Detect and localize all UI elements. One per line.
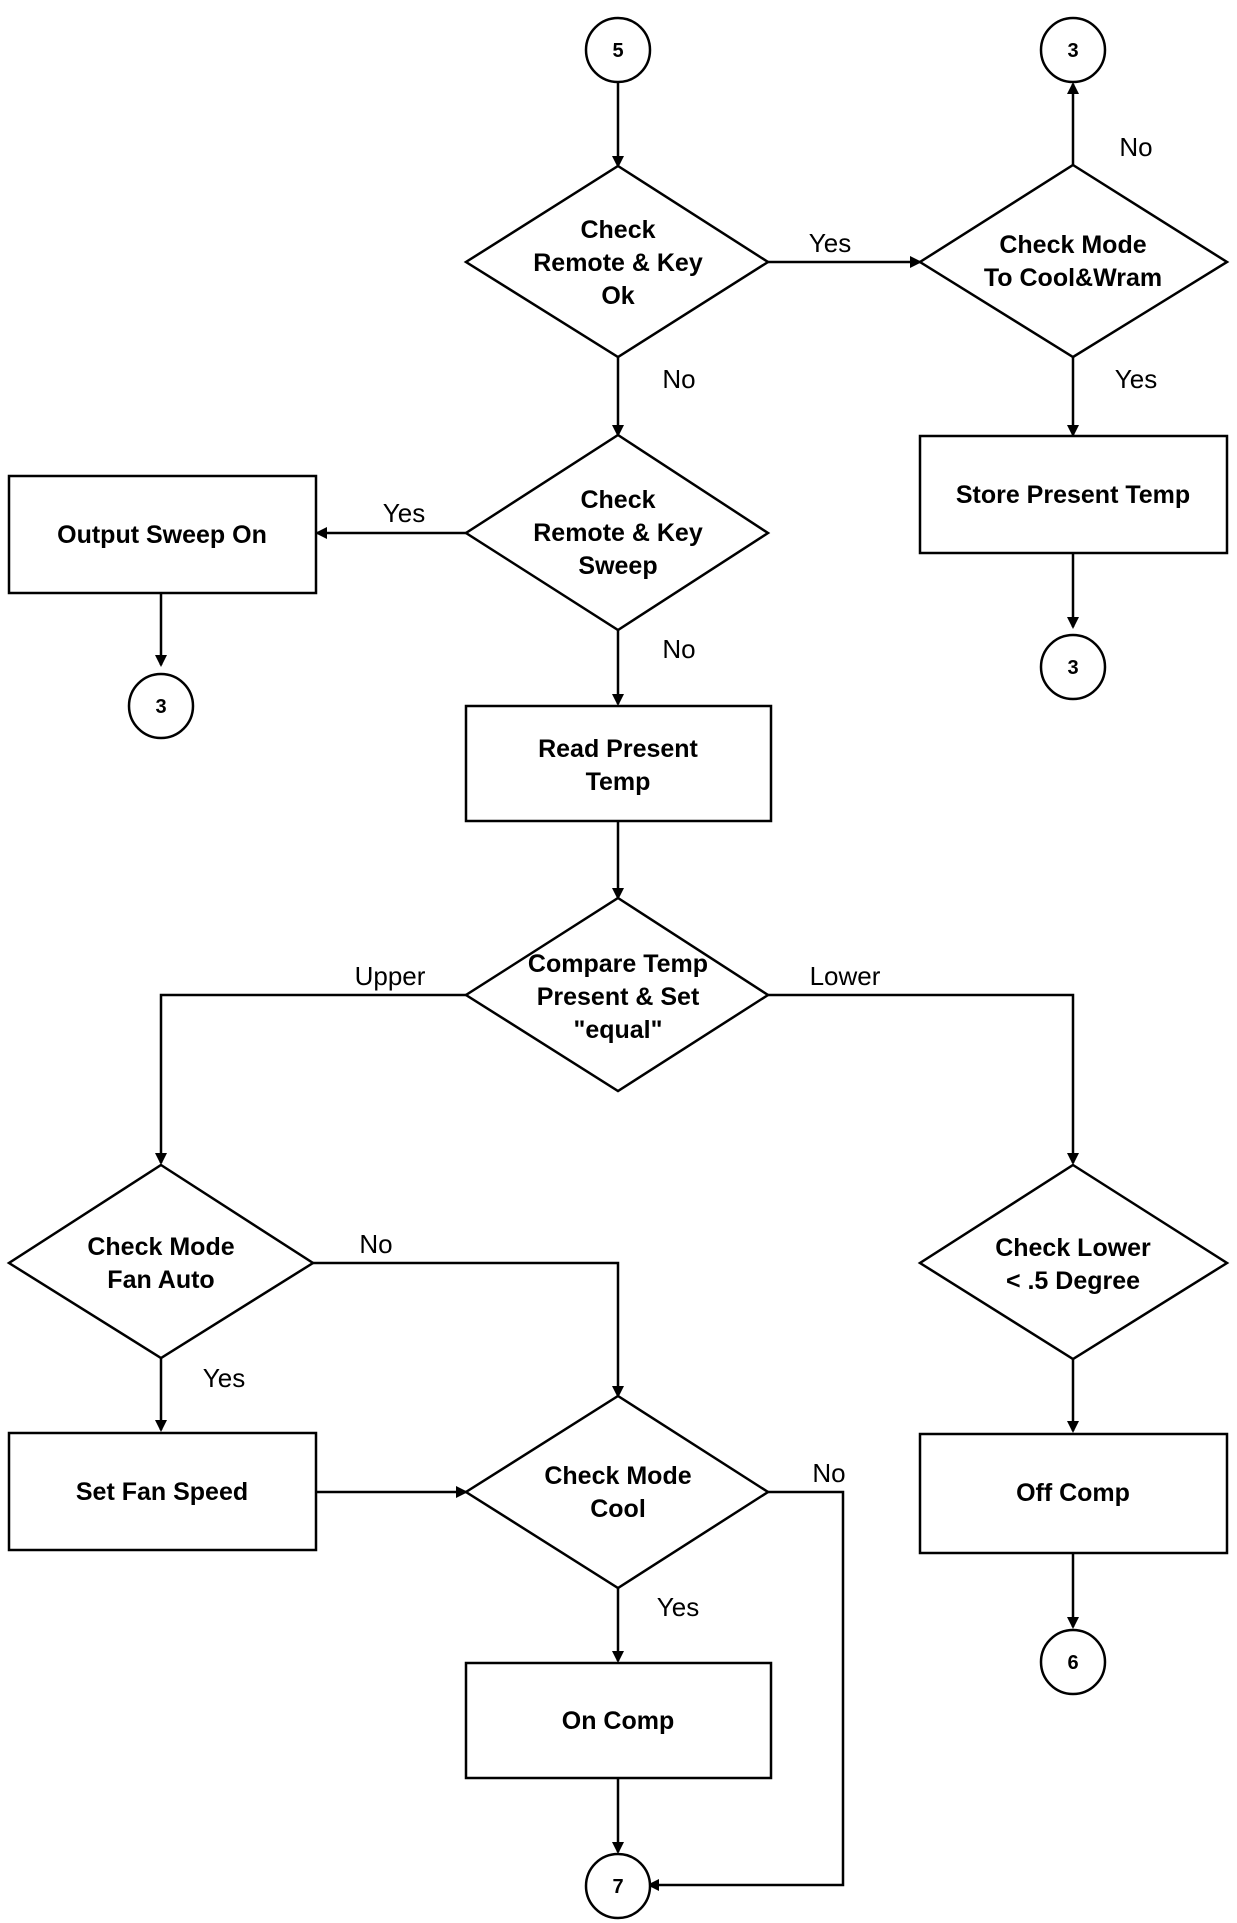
decision-line: Sweep (578, 552, 657, 580)
decision-line: Cool (590, 1495, 646, 1523)
edge-cool-no (647, 1490, 845, 1891)
edge-label-ok-no: No (662, 364, 695, 394)
process-store-present-temp: Store Present Temp (918, 434, 1229, 555)
edge-label-cw-no: No (1119, 132, 1152, 162)
process-off-comp: Off Comp (918, 1432, 1229, 1555)
decision-line: Check Lower (995, 1234, 1151, 1262)
process-line: Off Comp (1016, 1479, 1130, 1507)
process-line: Temp (586, 768, 651, 796)
decision-line: Compare Temp (528, 950, 708, 978)
decision-line: To Cool&Wram (984, 264, 1162, 292)
decision-line: Check Mode (87, 1233, 234, 1261)
edge-label-ok-yes: Yes (809, 228, 851, 258)
edges (155, 82, 1079, 1891)
decision-line: Check (580, 486, 655, 514)
connector-label: 6 (1067, 1652, 1078, 1674)
edge-label-cmp-lower: Lower (810, 961, 881, 991)
edge-fan-no (313, 1261, 624, 1398)
decision-line: Check Mode (999, 231, 1146, 259)
process-line: Output Sweep On (57, 521, 267, 549)
process-read-present-temp: Read Present Temp (464, 704, 773, 823)
connector-3-left: 3 (127, 672, 195, 740)
decision-line: Present & Set (537, 983, 700, 1011)
decision-line: Remote & Key (533, 249, 703, 277)
edge-cmp-upper (155, 993, 466, 1165)
process-output-sweep-on: Output Sweep On (7, 474, 318, 595)
connector-label: 5 (612, 40, 623, 62)
decision-line: Check (580, 216, 655, 244)
process-line: On Comp (562, 1707, 675, 1735)
process-line: Read Present (538, 735, 698, 763)
connector-label: 3 (1067, 657, 1078, 679)
decision-check-mode-cool-wram: Check Mode To Cool&Wram (917, 163, 1230, 359)
process-on-comp: On Comp (464, 1661, 773, 1780)
decision-check-remote-key-sweep: Check Remote & Key Sweep (463, 433, 771, 632)
connector-3-right: 3 (1039, 633, 1107, 701)
connector-7: 7 (584, 1852, 652, 1920)
decision-check-remote-key-ok: Check Remote & Key Ok (463, 164, 771, 359)
edge-label-fan-no: No (359, 1229, 392, 1259)
connector-6: 6 (1039, 1628, 1107, 1696)
connector-3-top: 3 (1039, 16, 1107, 84)
connector-label: 7 (612, 1876, 623, 1898)
edge-label-cool-no: No (812, 1458, 845, 1488)
decision-check-lower: Check Lower < .5 Degree (917, 1163, 1230, 1361)
decision-compare-temp: Compare Temp Present & Set "equal" (463, 896, 771, 1093)
process-line: Store Present Temp (956, 481, 1190, 509)
connector-5: 5 (584, 16, 652, 84)
decision-line: Fan Auto (107, 1266, 214, 1294)
decision-line: Remote & Key (533, 519, 703, 547)
decision-line: Ok (601, 282, 634, 310)
edge-label-cool-yes: Yes (657, 1592, 699, 1622)
edge-label-fan-yes: Yes (203, 1363, 245, 1393)
connector-label: 3 (155, 696, 166, 718)
connector-label: 3 (1067, 40, 1078, 62)
process-set-fan-speed: Set Fan Speed (7, 1431, 318, 1552)
process-line: Set Fan Speed (76, 1478, 248, 1506)
edge-cmp-lower (768, 993, 1079, 1165)
edge-label-cmp-upper: Upper (355, 961, 426, 991)
edge-label-sweep-no: No (662, 634, 695, 664)
decision-check-mode-cool: Check Mode Cool (463, 1394, 771, 1590)
decision-line: Check Mode (544, 1462, 691, 1490)
edge-label-cw-yes: Yes (1115, 364, 1157, 394)
decision-check-mode-fan-auto: Check Mode Fan Auto (6, 1163, 316, 1360)
edge-label-sweep-yes: Yes (383, 498, 425, 528)
edge-labels: Yes No No Yes Yes No Upper Lower No Yes … (203, 132, 1157, 1622)
decision-line: < .5 Degree (1006, 1267, 1140, 1295)
decision-line: "equal" (573, 1016, 662, 1044)
